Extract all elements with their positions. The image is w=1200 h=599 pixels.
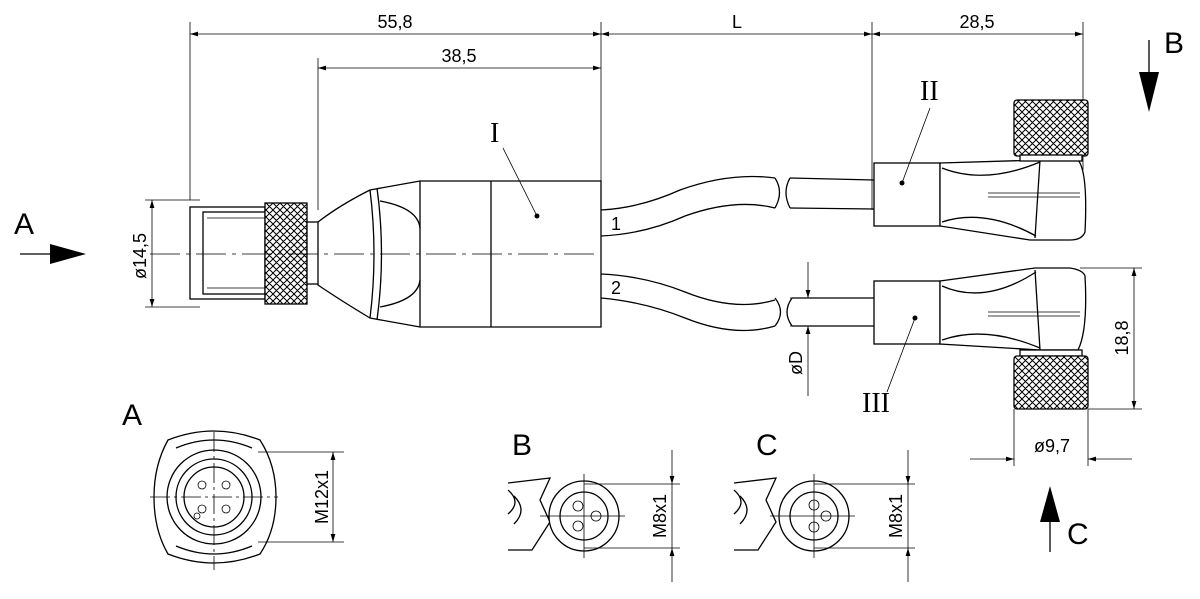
cable-1 <box>600 175 875 237</box>
view-a-title: A <box>122 399 142 432</box>
view-arrow-b <box>1139 40 1159 112</box>
view-a-marker: A <box>14 208 34 241</box>
angled-connector-top <box>873 99 1089 241</box>
part-II-label: II <box>920 76 939 107</box>
dim-14-5-label: ø14,5 <box>130 233 150 279</box>
cable-diameter-dimension <box>790 262 824 396</box>
thread-m8-c-label: M8x1 <box>886 494 906 538</box>
height-dimension <box>1080 267 1142 410</box>
view-arrow-c <box>1040 486 1060 552</box>
dim-55-8-label: 55,8 <box>377 12 412 32</box>
cable-2-label: 2 <box>611 278 621 298</box>
cable-1-label: 1 <box>611 214 621 234</box>
view-c-m8-face <box>733 450 915 582</box>
dim-L-label: L <box>732 12 742 32</box>
thread-m8-b-label: M8x1 <box>650 494 670 538</box>
view-a-m12-face <box>150 430 344 570</box>
view-c-marker: C <box>1067 518 1089 551</box>
part-I-label: I <box>490 118 499 149</box>
view-b-title: B <box>512 429 532 462</box>
view-arrow-a <box>20 244 86 264</box>
dim-9-7-label: ø9,7 <box>1034 436 1070 456</box>
view-b-m8-face <box>507 450 680 582</box>
part-III-label: III <box>862 388 890 419</box>
dim-18-8-label: 18,8 <box>1112 320 1132 355</box>
cable-2 <box>600 273 874 332</box>
view-b-marker: B <box>1164 27 1184 60</box>
dim-28-5-label: 28,5 <box>959 12 994 32</box>
thread-m12-label: M12x1 <box>312 470 332 524</box>
angled-connector-bottom <box>873 267 1089 410</box>
nut-diameter-dimension <box>970 409 1132 466</box>
dim-D-label: øD <box>786 351 806 375</box>
view-c-title: C <box>756 429 778 462</box>
m12-male-connector <box>145 199 320 308</box>
dimension-lines <box>189 22 1084 210</box>
dim-38-5-label: 38,5 <box>441 46 476 66</box>
splitter-body <box>150 147 602 328</box>
